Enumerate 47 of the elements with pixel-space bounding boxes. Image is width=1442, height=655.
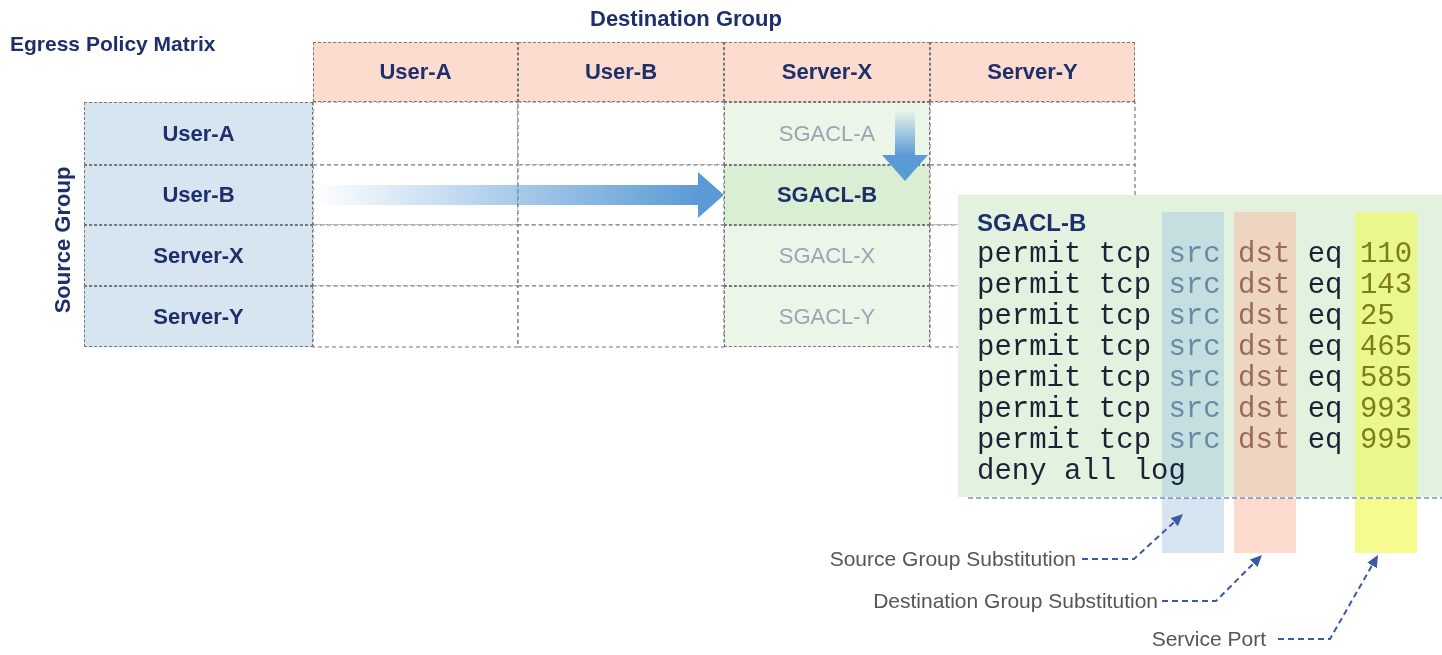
row-header-cell — [84, 225, 313, 286]
cell-label: User-B — [584, 59, 658, 85]
acl-panel — [958, 195, 1442, 497]
acl-rule: permit tcp src dst eq 110 — [977, 239, 1413, 270]
acl-rule: permit tcp src dst eq 143 — [977, 270, 1413, 301]
callout-label: Destination Group Substitution — [873, 589, 1158, 613]
header-cell — [518, 42, 724, 102]
acl-rule: permit tcp src dst eq 25 — [977, 301, 1395, 332]
cell-label: SGACL-A — [778, 120, 876, 147]
callout-label: Service Port — [1151, 627, 1266, 651]
axis-title: Source Group — [50, 166, 76, 314]
callout-label: Source Group Substitution — [829, 547, 1076, 571]
highlight-band — [1355, 498, 1417, 553]
header-cell — [313, 42, 518, 102]
header-cell — [724, 42, 930, 102]
row-header-cell — [84, 102, 313, 165]
row-header-cell — [84, 286, 313, 347]
leader-line — [1161, 555, 1262, 602]
highlight-band — [1162, 498, 1224, 553]
cell-label: SGACL-X — [778, 242, 876, 269]
policy-cell — [724, 102, 930, 165]
acl-rule: permit tcp src dst eq 465 — [977, 332, 1413, 363]
leader-line — [1277, 555, 1378, 640]
matrix-title: Egress Policy Matrix — [10, 32, 216, 56]
cell-label: User-A — [379, 59, 452, 85]
policy-cell — [724, 165, 930, 225]
acl-rule: deny all log — [977, 456, 1186, 487]
cell-label: User-B — [162, 182, 235, 208]
row-header-cell — [84, 165, 313, 225]
cell-label: Server-Y — [987, 59, 1078, 85]
header-cell — [930, 42, 1135, 102]
highlight-band — [1234, 498, 1296, 553]
acl-title: SGACL-B — [977, 209, 1087, 237]
cell-label: Server-X — [781, 59, 873, 85]
cell-label: SGACL-B — [776, 182, 878, 208]
acl-rule: permit tcp src dst eq 585 — [977, 363, 1413, 394]
cell-label: SGACL-Y — [778, 303, 876, 330]
acl-rule: permit tcp src dst eq 995 — [977, 425, 1413, 456]
cell-label: User-A — [162, 120, 235, 147]
leader-line — [1081, 514, 1183, 560]
arrow — [882, 110, 928, 181]
policy-cell — [724, 286, 930, 347]
acl-rule: permit tcp src dst eq 993 — [977, 394, 1413, 425]
axis-title: Destination Group — [590, 6, 782, 32]
policy-cell — [724, 225, 930, 286]
cell-label: Server-Y — [153, 303, 244, 330]
cell-label: Server-X — [153, 242, 244, 269]
